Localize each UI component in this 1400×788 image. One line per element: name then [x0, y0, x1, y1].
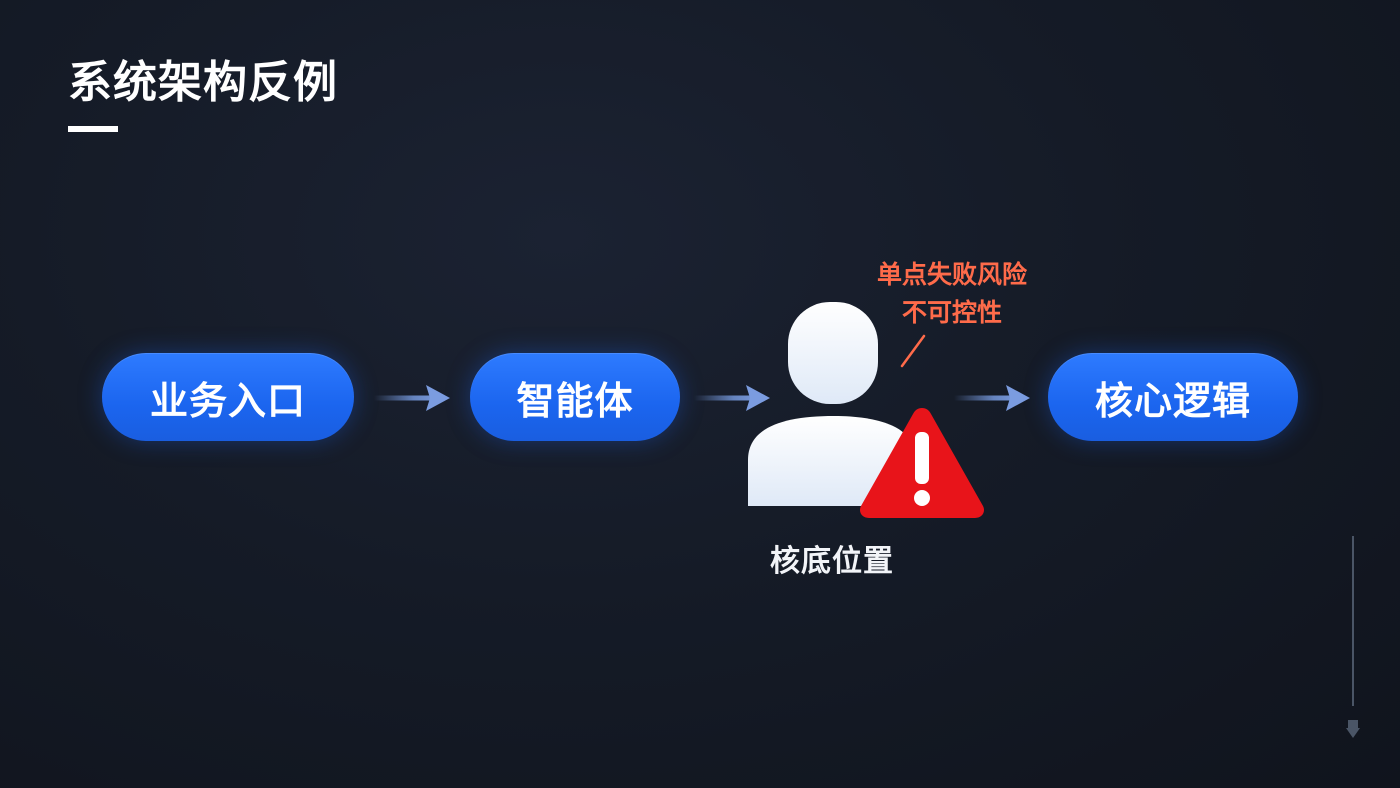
risk-line-1: 单点失败风险 — [876, 260, 1027, 289]
node-label: 智能体 — [516, 378, 634, 423]
scroll-down-icon[interactable] — [1345, 718, 1361, 740]
arrow-right-icon — [954, 385, 1030, 411]
page-title: 系统架构反例 — [68, 57, 338, 108]
scroll-indicator-line — [1352, 536, 1354, 706]
title-underline — [68, 126, 118, 132]
node-label: 核心逻辑 — [1094, 378, 1251, 423]
node-business-entry[interactable]: 业务入口 — [102, 353, 354, 441]
node-label: 业务入口 — [149, 378, 306, 423]
risk-line-2: 不可控性 — [901, 298, 1002, 327]
node-agent[interactable]: 智能体 — [470, 353, 680, 441]
person-icon — [748, 302, 910, 506]
warning-triangle-icon — [859, 408, 985, 518]
annotation-pointer — [900, 334, 926, 368]
node-core-logic[interactable]: 核心逻辑 — [1048, 353, 1298, 441]
arrow-right-icon — [374, 385, 450, 411]
arrow-right-icon — [694, 385, 770, 411]
risk-annotation: 单点失败风险 不可控性 — [872, 256, 1032, 332]
human-node-caption: 核底位置 — [770, 544, 894, 579]
